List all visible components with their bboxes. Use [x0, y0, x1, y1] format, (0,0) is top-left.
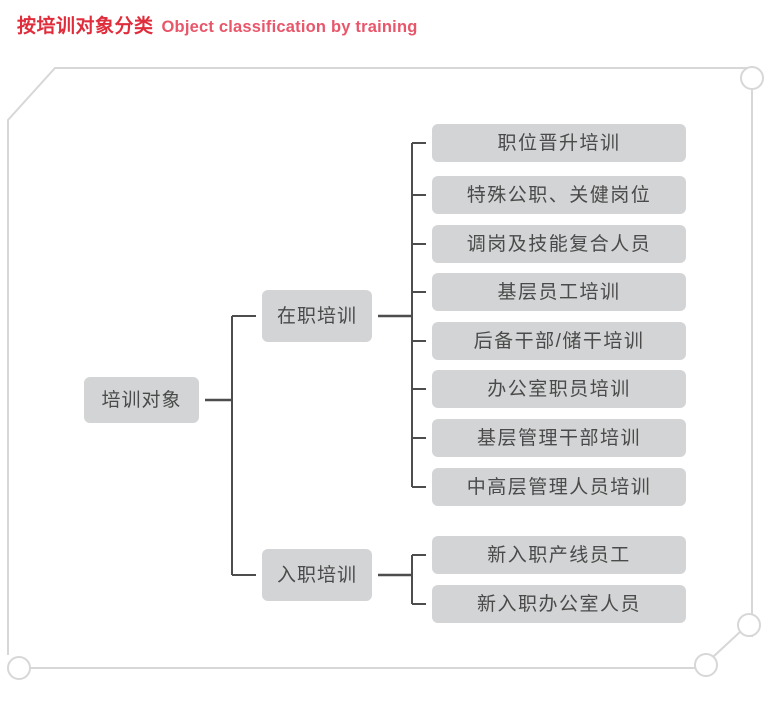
- tree-node-leaf-on-the-job-5[interactable]: 办公室职员培训: [432, 370, 686, 408]
- tree-node-leaf-on-the-job-3[interactable]: 基层员工培训: [432, 273, 686, 311]
- tree-node-leaf-on-the-job-4[interactable]: 后备干部/储干培训: [432, 322, 686, 360]
- tree-node-leaf-onboarding-1[interactable]: 新入职办公室人员: [432, 585, 686, 623]
- page-title-chinese: 按培训对象分类: [17, 16, 154, 37]
- page-title-english: Object classification by training: [161, 18, 418, 36]
- tree-node-leaf-on-the-job-1[interactable]: 特殊公职、关健岗位: [432, 176, 686, 214]
- tree-node-leaf-on-the-job-2[interactable]: 调岗及技能复合人员: [432, 225, 686, 263]
- tree-node-branch-on-the-job[interactable]: 在职培训: [262, 290, 372, 342]
- tree-node-branch-onboarding[interactable]: 入职培训: [262, 549, 372, 601]
- tree-node-leaf-onboarding-0[interactable]: 新入职产线员工: [432, 536, 686, 574]
- tree-node-root[interactable]: 培训对象: [84, 377, 199, 423]
- tree-node-leaf-on-the-job-0[interactable]: 职位晋升培训: [432, 124, 686, 162]
- page-title: 按培训对象分类 Object classification by trainin…: [17, 11, 418, 41]
- tree-node-leaf-on-the-job-6[interactable]: 基层管理干部培训: [432, 419, 686, 457]
- tree-node-leaf-on-the-job-7[interactable]: 中高层管理人员培训: [432, 468, 686, 506]
